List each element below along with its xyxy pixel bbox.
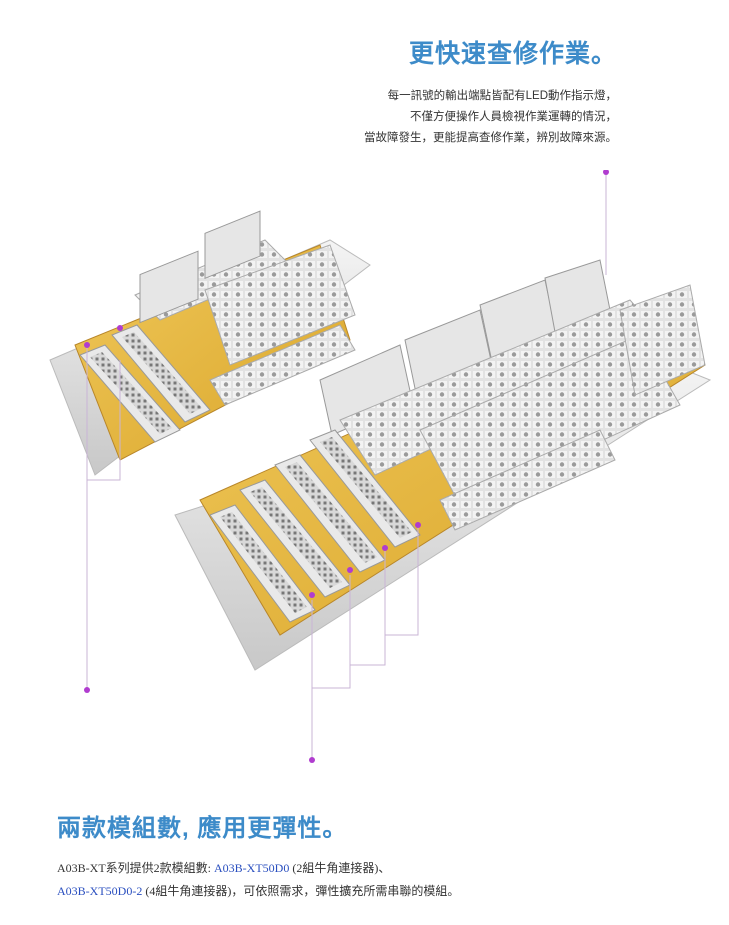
desc-suffix: (2組牛角連接器)、 bbox=[289, 861, 391, 875]
desc-suffix: (4組牛角連接器)，可依照需求，彈性擴充所需串聯的模組。 bbox=[142, 884, 460, 898]
section-title-fast-repair: 更快速查修作業。 bbox=[408, 40, 617, 68]
callout-dots bbox=[84, 170, 609, 763]
terminal-module-illustration bbox=[49, 170, 712, 763]
desc-prefix: A03B-XT系列提供2款模組數: bbox=[57, 861, 214, 875]
large-module bbox=[174, 259, 712, 671]
small-module bbox=[49, 210, 371, 476]
intro-paragraph: 每一訊號的輸出端點皆配有LED動作指示燈， 不僅方便操作人員檢視作業運轉的情況，… bbox=[364, 86, 617, 149]
desc-line-1: A03B-XT系列提供2款模組數: A03B-XT50D0 (2組牛角連接器)、 bbox=[57, 857, 459, 880]
model-b-link[interactable]: A03B-XT50D0-2 bbox=[57, 884, 143, 898]
intro-line: 當故障發生，更能提高查修作業，辨別故障來源。 bbox=[364, 132, 617, 144]
section-title-module-options: 兩款模組數, 應用更彈性。 bbox=[57, 815, 348, 842]
callout-lines bbox=[86, 172, 607, 760]
desc-line-2: A03B-XT50D0-2 (4組牛角連接器)，可依照需求，彈性擴充所需串聯的模… bbox=[57, 880, 459, 903]
intro-line: 每一訊號的輸出端點皆配有LED動作指示燈， bbox=[387, 90, 617, 102]
model-a-link[interactable]: A03B-XT50D0 bbox=[214, 861, 290, 875]
intro-line: 不僅方便操作人員檢視作業運轉的情況， bbox=[410, 111, 617, 123]
module-options-paragraph: A03B-XT系列提供2款模組數: A03B-XT50D0 (2組牛角連接器)、… bbox=[57, 857, 459, 903]
product-photo bbox=[40, 170, 720, 770]
